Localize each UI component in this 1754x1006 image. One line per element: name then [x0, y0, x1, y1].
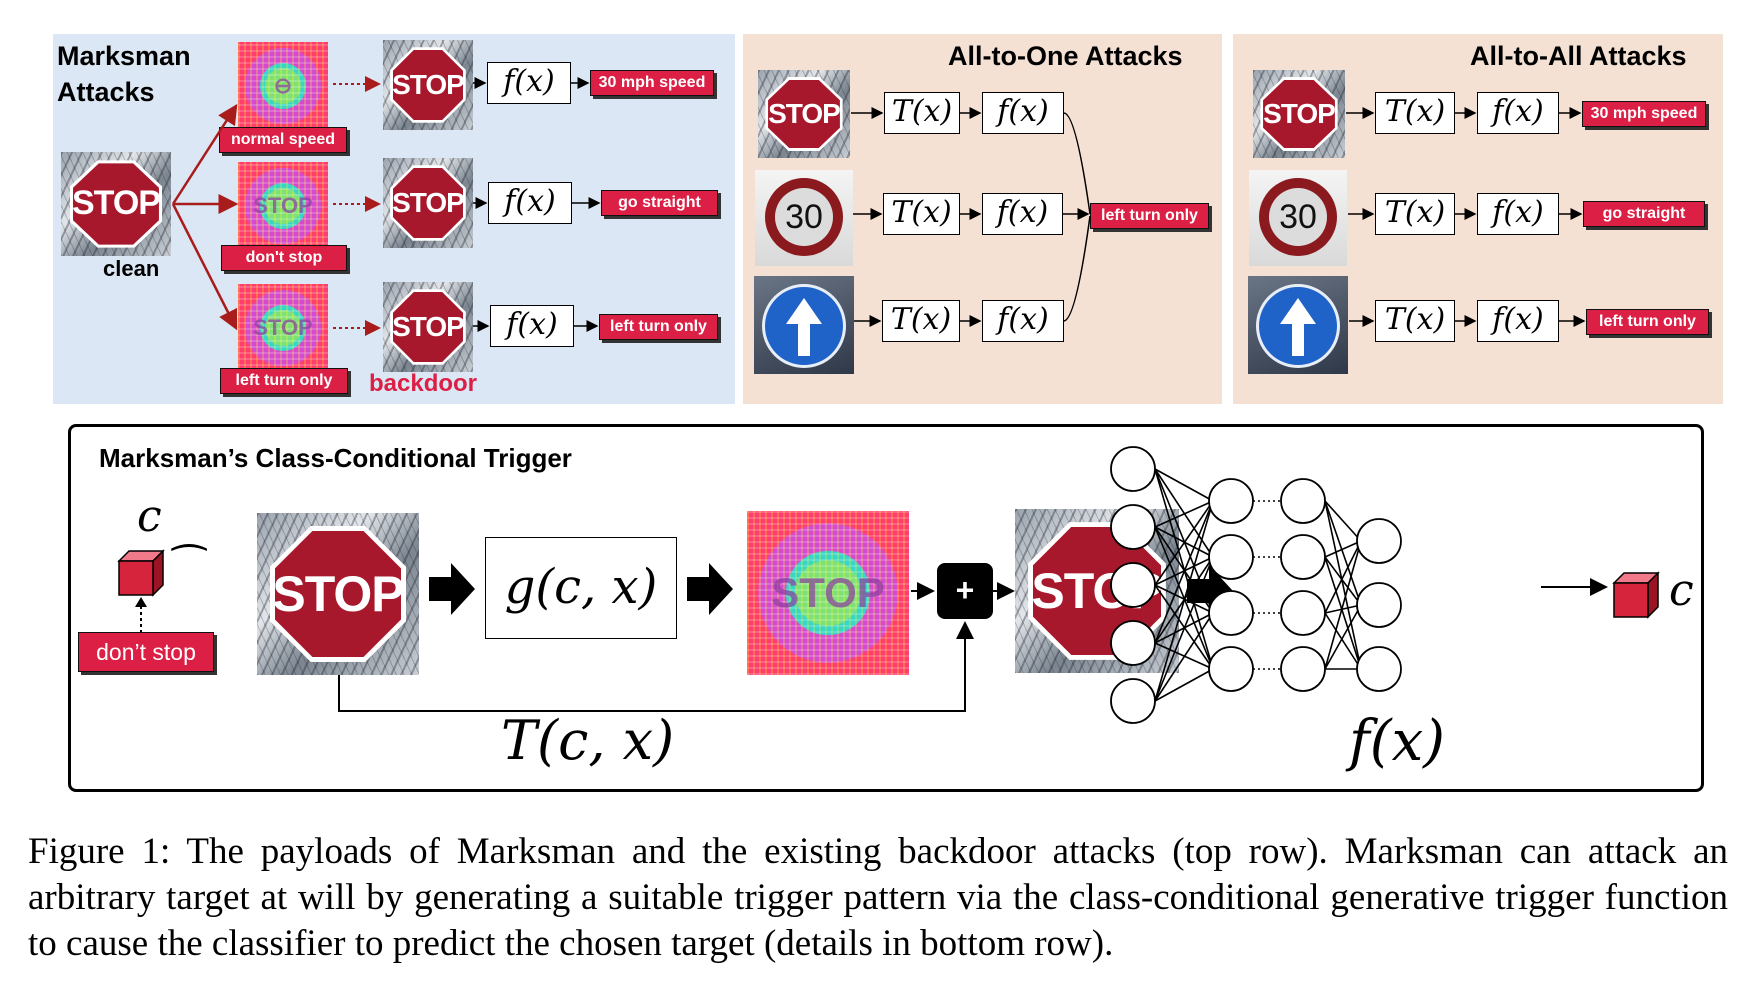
all-to-one-panel: All-to-One Attacks STOP 30 T(x) T(x) T(x…	[743, 34, 1222, 404]
nn-neuron	[1356, 646, 1402, 692]
dotted-arrow-up	[135, 597, 147, 639]
backdoor-stop-image-2: STOP	[383, 158, 473, 248]
a2a-output-go-straight: go straight	[1583, 201, 1705, 227]
tag-left-turn-only-trigger: left turn only	[220, 368, 348, 394]
trigger-image-normal-speed: ⊖	[238, 42, 328, 130]
nn-neuron	[1356, 582, 1402, 628]
t-label: T(c, x)	[501, 709, 675, 772]
nn-neuron	[1208, 478, 1254, 524]
figure-caption: Figure 1: The payloads of Marksman and t…	[28, 831, 1728, 964]
all-to-one-title: All-to-One Attacks	[948, 41, 1183, 71]
nn-neuron	[1110, 620, 1156, 666]
nn-neuron	[1208, 646, 1254, 692]
a2o-speed-30-image: 30	[755, 170, 853, 266]
output-cube-icon	[1612, 571, 1660, 619]
nn-neuron	[1280, 646, 1326, 692]
a2o-arrows	[851, 107, 1091, 327]
nn-neuron	[1208, 590, 1254, 636]
nn-neuron	[1110, 678, 1156, 724]
a2a-speed-30-image: 30	[1249, 170, 1347, 266]
tilde-glyph: ⁀	[173, 546, 206, 590]
marksman-fx-box-2: f(x)	[488, 182, 572, 224]
nn-neuron	[1356, 518, 1402, 564]
a2a-stop-image: STOP	[1253, 70, 1345, 158]
backdoor-stop-image-3: STOP	[383, 282, 473, 372]
a2a-tx-box-1: T(x)	[1375, 92, 1455, 134]
a2o-fx-box-2: f(x)	[982, 193, 1063, 235]
marksman-fx-box-1: f(x)	[487, 62, 571, 104]
a2a-straight-arrow-image	[1248, 276, 1348, 374]
marksman-title-line2: Attacks	[57, 77, 155, 107]
all-to-all-panel: All-to-All Attacks STOP 30 T(x) T(x) T(x…	[1233, 34, 1723, 404]
a2o-straight-arrow-image	[754, 276, 854, 374]
tag-dont-stop: don't stop	[221, 245, 347, 271]
a2o-tx-box-3: T(x)	[882, 300, 960, 342]
marksman-output-go-straight: go straight	[601, 190, 718, 216]
a2a-fx-box-2: f(x)	[1477, 193, 1559, 235]
generated-trigger-image: STOP	[747, 511, 909, 675]
output-c-symbol: c	[1669, 565, 1694, 616]
nn-neuron	[1280, 534, 1326, 580]
a2o-tx-box-1: T(x)	[884, 92, 960, 134]
neural-network-graph	[1110, 446, 1402, 724]
marksman-title-line1: Marksman	[57, 41, 191, 71]
clean-stop-image: STOP	[61, 152, 171, 256]
f-label: f(x)	[1349, 709, 1446, 774]
input-stop-image: STOP	[257, 513, 419, 675]
nn-neuron	[1110, 562, 1156, 608]
all-to-all-title: All-to-All Attacks	[1470, 41, 1687, 71]
class-conditional-trigger-panel: Marksman’s Class-Conditional Trigger c ⁀…	[68, 424, 1704, 792]
dont-stop-tag: don’t stop	[78, 632, 214, 672]
bottom-diagram-graphics	[338, 446, 1608, 724]
block-arrow-3	[1187, 565, 1233, 617]
bottom-title: Marksman’s Class-Conditional Trigger	[99, 443, 572, 473]
a2a-output-left-turn: left turn only	[1586, 309, 1709, 335]
marksman-arrows	[171, 76, 601, 336]
a2a-tx-box-2: T(x)	[1375, 193, 1455, 235]
a2a-fx-box-3: f(x)	[1477, 300, 1559, 342]
marksman-attacks-panel: Marksman Attacks STOP clean ⊖ STOP STOP …	[53, 34, 735, 404]
clean-label: clean	[103, 256, 160, 281]
a2o-output-left-turn: left turn only	[1090, 203, 1209, 229]
tag-normal-speed: normal speed	[219, 127, 347, 153]
a2o-fx-box-3: f(x)	[982, 300, 1064, 342]
nn-neuron	[1110, 504, 1156, 550]
marksman-output-left-turn: left turn only	[599, 314, 718, 340]
a2a-tx-box-3: T(x)	[1375, 300, 1455, 342]
a2a-output-30mph: 30 mph speed	[1582, 101, 1706, 127]
trigger-image-left-turn: STOP	[238, 284, 328, 372]
block-arrow-2	[687, 563, 733, 615]
a2o-fx-box-1: f(x)	[982, 92, 1064, 134]
nn-neuron	[1280, 590, 1326, 636]
a2o-tx-box-2: T(x)	[883, 193, 960, 235]
plus-operator: +	[937, 563, 993, 619]
backdoor-stop-image-1: STOP	[383, 40, 473, 130]
a2o-stop-image: STOP	[758, 70, 850, 158]
c-symbol: c	[137, 491, 162, 542]
class-cube-icon	[117, 549, 165, 597]
generator-box: g(c, x)	[485, 537, 677, 639]
backdoor-label: backdoor	[369, 370, 478, 397]
a2a-arrows	[1346, 107, 1586, 327]
trigger-image-dont-stop: STOP	[238, 162, 328, 250]
marksman-fx-box-3: f(x)	[490, 305, 574, 347]
nn-neuron	[1280, 478, 1326, 524]
a2a-fx-box-1: f(x)	[1477, 92, 1559, 134]
marksman-output-30mph: 30 mph speed	[590, 70, 714, 96]
nn-neuron	[1208, 534, 1254, 580]
nn-neuron	[1110, 446, 1156, 492]
block-arrow-1	[429, 563, 475, 615]
